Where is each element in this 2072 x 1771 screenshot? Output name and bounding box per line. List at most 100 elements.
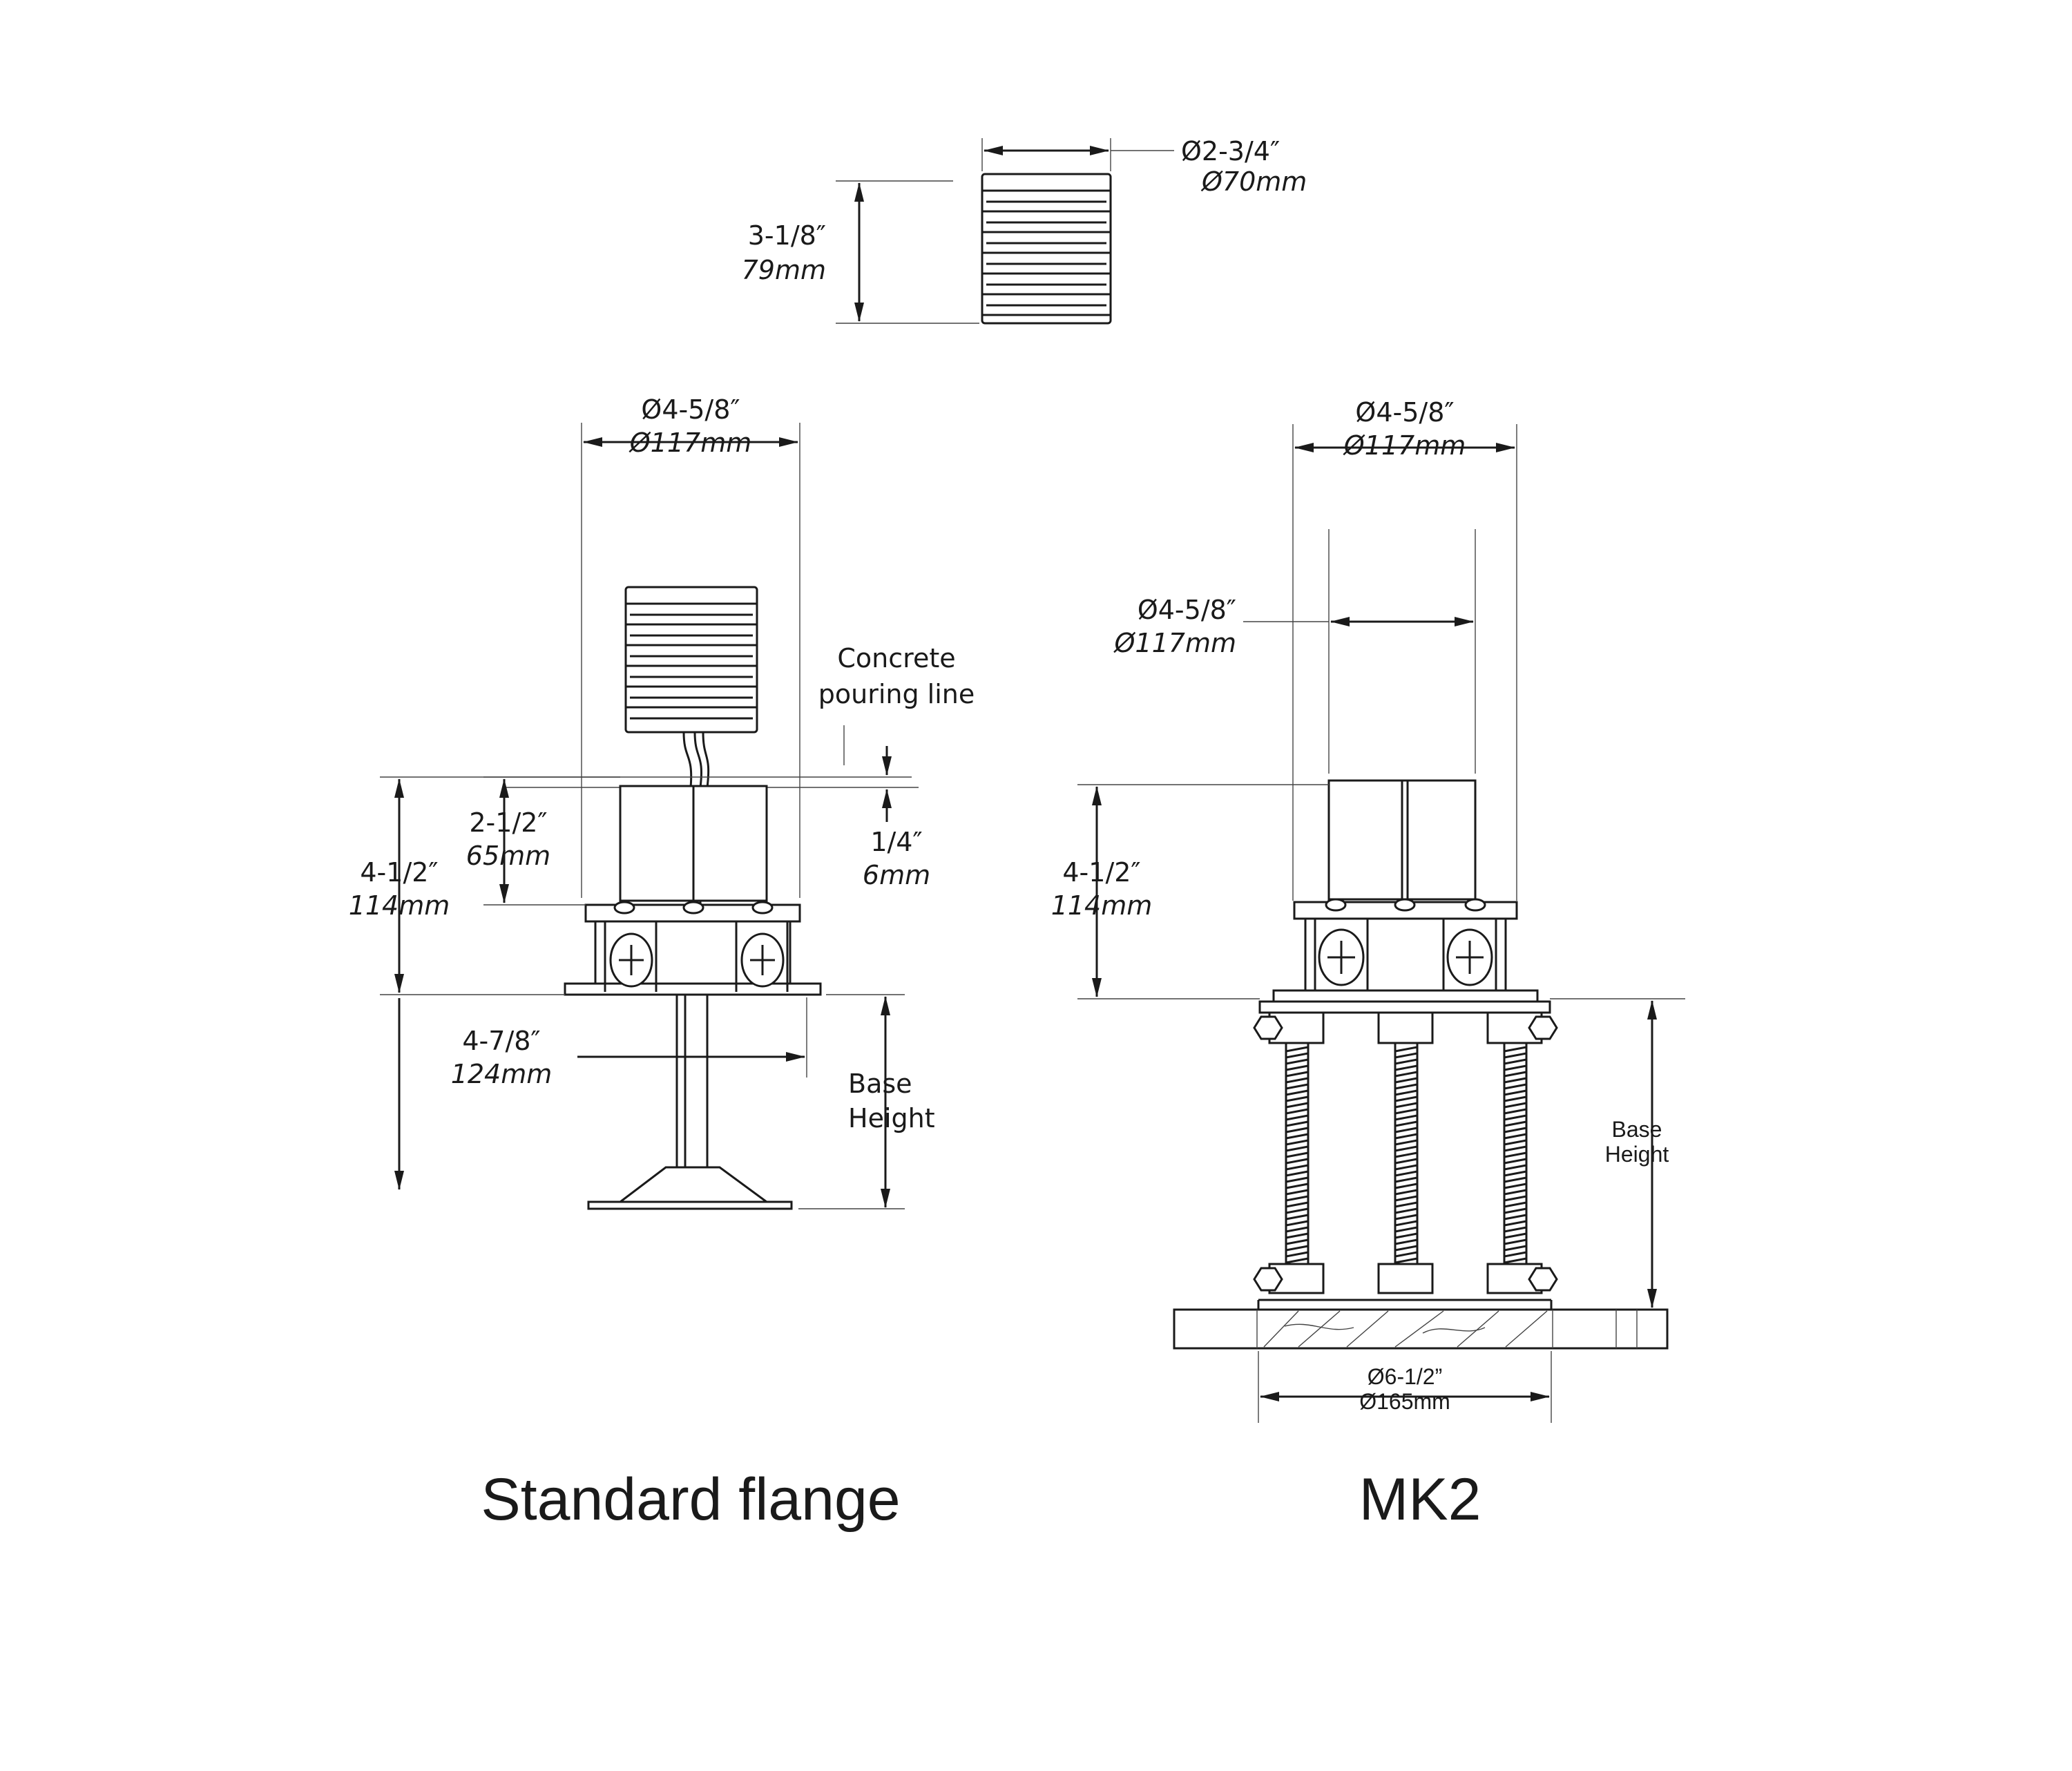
rod-thread-line (1285, 1052, 1309, 1059)
sf-housing-height-mm: 65mm (466, 841, 550, 871)
rod-thread-line (1394, 1095, 1418, 1102)
rod-thread-line (1504, 1220, 1527, 1227)
luminaire-diameter-dimension: Ø2-3/4″ Ø70mm (981, 136, 1307, 197)
sf-base-label-1: Base (848, 1069, 912, 1099)
rod-thread-line (1394, 1232, 1418, 1239)
rod-thread-line (1285, 1127, 1309, 1133)
rod-thread-line (1285, 1120, 1309, 1127)
luminaire-drawing: Ø2-3/4″ Ø70mm 3-1/8″ 79mm (742, 136, 1307, 325)
rod-thread-line (1394, 1089, 1418, 1096)
rod-thread-line (1394, 1189, 1418, 1196)
standard-flange-drawing: Ø4-5/8″ Ø117mm C (349, 394, 975, 1533)
rod-thread-line (1504, 1170, 1527, 1177)
mk2-inner-diameter-in: Ø4-5/8″ (1138, 595, 1236, 625)
rod-thread-line (1394, 1238, 1418, 1245)
rod-thread-line (1504, 1189, 1527, 1196)
rod-thread-line (1504, 1083, 1527, 1090)
rod-thread-line (1394, 1214, 1418, 1220)
rod-thread-line (1504, 1207, 1527, 1214)
rod-thread-line (1285, 1251, 1309, 1258)
rod-thread-line (1504, 1127, 1527, 1133)
mk2-drawing: Ø4-5/8″ Ø117mm Ø4-5/8″ Ø117mm (1051, 397, 1685, 1533)
sf-base-label-2: Height (848, 1103, 935, 1133)
rod-thread-line (1285, 1176, 1309, 1183)
rod-thread-line (1394, 1201, 1418, 1208)
mk2-total-height-dimension: 4-1/2″ 114mm (1051, 784, 1329, 999)
mk2-plate-diameter-mm: Ø165mm (1359, 1389, 1450, 1414)
rod-thread-line (1285, 1133, 1309, 1140)
luminaire-height-dimension: 3-1/8″ 79mm (742, 180, 979, 324)
rod-thread-line (1394, 1052, 1418, 1059)
luminaire-height-in: 3-1/8″ (748, 220, 826, 251)
rod-thread-line (1504, 1145, 1527, 1152)
rod-thread-line (1285, 1064, 1309, 1071)
rod-thread-line (1504, 1120, 1527, 1127)
mk2-top-plate (1253, 1000, 1558, 1044)
sf-top-diameter-dimension: Ø4-5/8″ Ø117mm (581, 394, 800, 898)
sf-top-diameter-mm: Ø117mm (629, 428, 751, 458)
sf-flange-width-mm: 124mm (451, 1059, 553, 1089)
rod-thread-line (1504, 1214, 1527, 1220)
rod-thread-line (1285, 1102, 1309, 1109)
rod-thread-line (1285, 1108, 1309, 1115)
mk2-inner-diameter-dimension: Ø4-5/8″ Ø117mm (1113, 529, 1476, 774)
mk2-ground-plate (1173, 1299, 1669, 1350)
sf-housing (564, 785, 822, 996)
sf-total-height-dimension: 4-1/2″ 114mm (349, 778, 565, 995)
rod-thread-line (1285, 1077, 1309, 1084)
rod-thread-line (1394, 1176, 1418, 1183)
rod-thread-line (1504, 1139, 1527, 1146)
rod-thread-line (1394, 1257, 1418, 1264)
rod-thread-line (1285, 1183, 1309, 1189)
rod-thread-line (1394, 1207, 1418, 1214)
standard-flange-title: Standard flange (481, 1466, 900, 1533)
mk2-base-label-1: Base (1612, 1117, 1662, 1142)
rod-thread-line (1504, 1176, 1527, 1183)
sf-flange-width-in: 4-7/8″ (462, 1026, 540, 1056)
rod-thread-line (1394, 1226, 1418, 1233)
rod-thread-line (1285, 1170, 1309, 1177)
rod-thread-line (1394, 1114, 1418, 1121)
rod-thread-line (1285, 1207, 1309, 1214)
rod-thread-line (1394, 1127, 1418, 1133)
rod-thread-line (1504, 1064, 1527, 1071)
mk2-top-diameter-dimension: Ø4-5/8″ Ø117mm (1292, 397, 1517, 901)
sf-offset-in: 1/4″ (870, 827, 922, 857)
rod-thread-line (1504, 1108, 1527, 1115)
rod-thread-line (1285, 1189, 1309, 1196)
rod-thread-line (1504, 1245, 1527, 1252)
rod-thread-line (1504, 1151, 1527, 1158)
luminaire-height-mm: 79mm (742, 255, 826, 285)
rod-thread-line (1285, 1158, 1309, 1165)
luminaire-diameter-mm: Ø70mm (1200, 166, 1307, 197)
rod-thread-line (1285, 1195, 1309, 1202)
rod-thread-line (1285, 1232, 1309, 1239)
rod-thread-line (1394, 1139, 1418, 1146)
rod-thread-line (1285, 1071, 1309, 1078)
rod-thread-line (1285, 1245, 1309, 1252)
rod-thread-line (1394, 1164, 1418, 1171)
sf-total-height-in: 4-1/2″ (360, 857, 438, 888)
rod-thread-line (1504, 1164, 1527, 1171)
sf-total-height-mm: 114mm (349, 890, 450, 921)
rod-thread-line (1285, 1226, 1309, 1233)
rod-thread-line (1504, 1077, 1527, 1084)
rod-thread-line (1394, 1064, 1418, 1071)
sf-concrete-line: Concrete pouring line 1/4″ 6mm (380, 643, 975, 890)
rod-thread-line (1504, 1095, 1527, 1102)
rod-thread-line (1394, 1170, 1418, 1177)
rod-thread-line (1285, 1238, 1309, 1245)
rod-thread-line (1285, 1145, 1309, 1152)
sf-housing-height-in: 2-1/2″ (469, 807, 547, 838)
mk2-ground-hatch (1263, 1310, 1548, 1348)
rod-thread-line (1504, 1251, 1527, 1258)
mk2-threaded-rods (1285, 1042, 1528, 1265)
rod-thread-line (1504, 1257, 1527, 1264)
rod-thread-line (1504, 1195, 1527, 1202)
mk2-top-diameter-mm: Ø117mm (1343, 430, 1466, 461)
rod-thread-line (1285, 1046, 1309, 1053)
sf-concrete-label-2: pouring line (818, 679, 975, 709)
rod-thread-line (1394, 1108, 1418, 1115)
rod-thread-line (1394, 1251, 1418, 1258)
